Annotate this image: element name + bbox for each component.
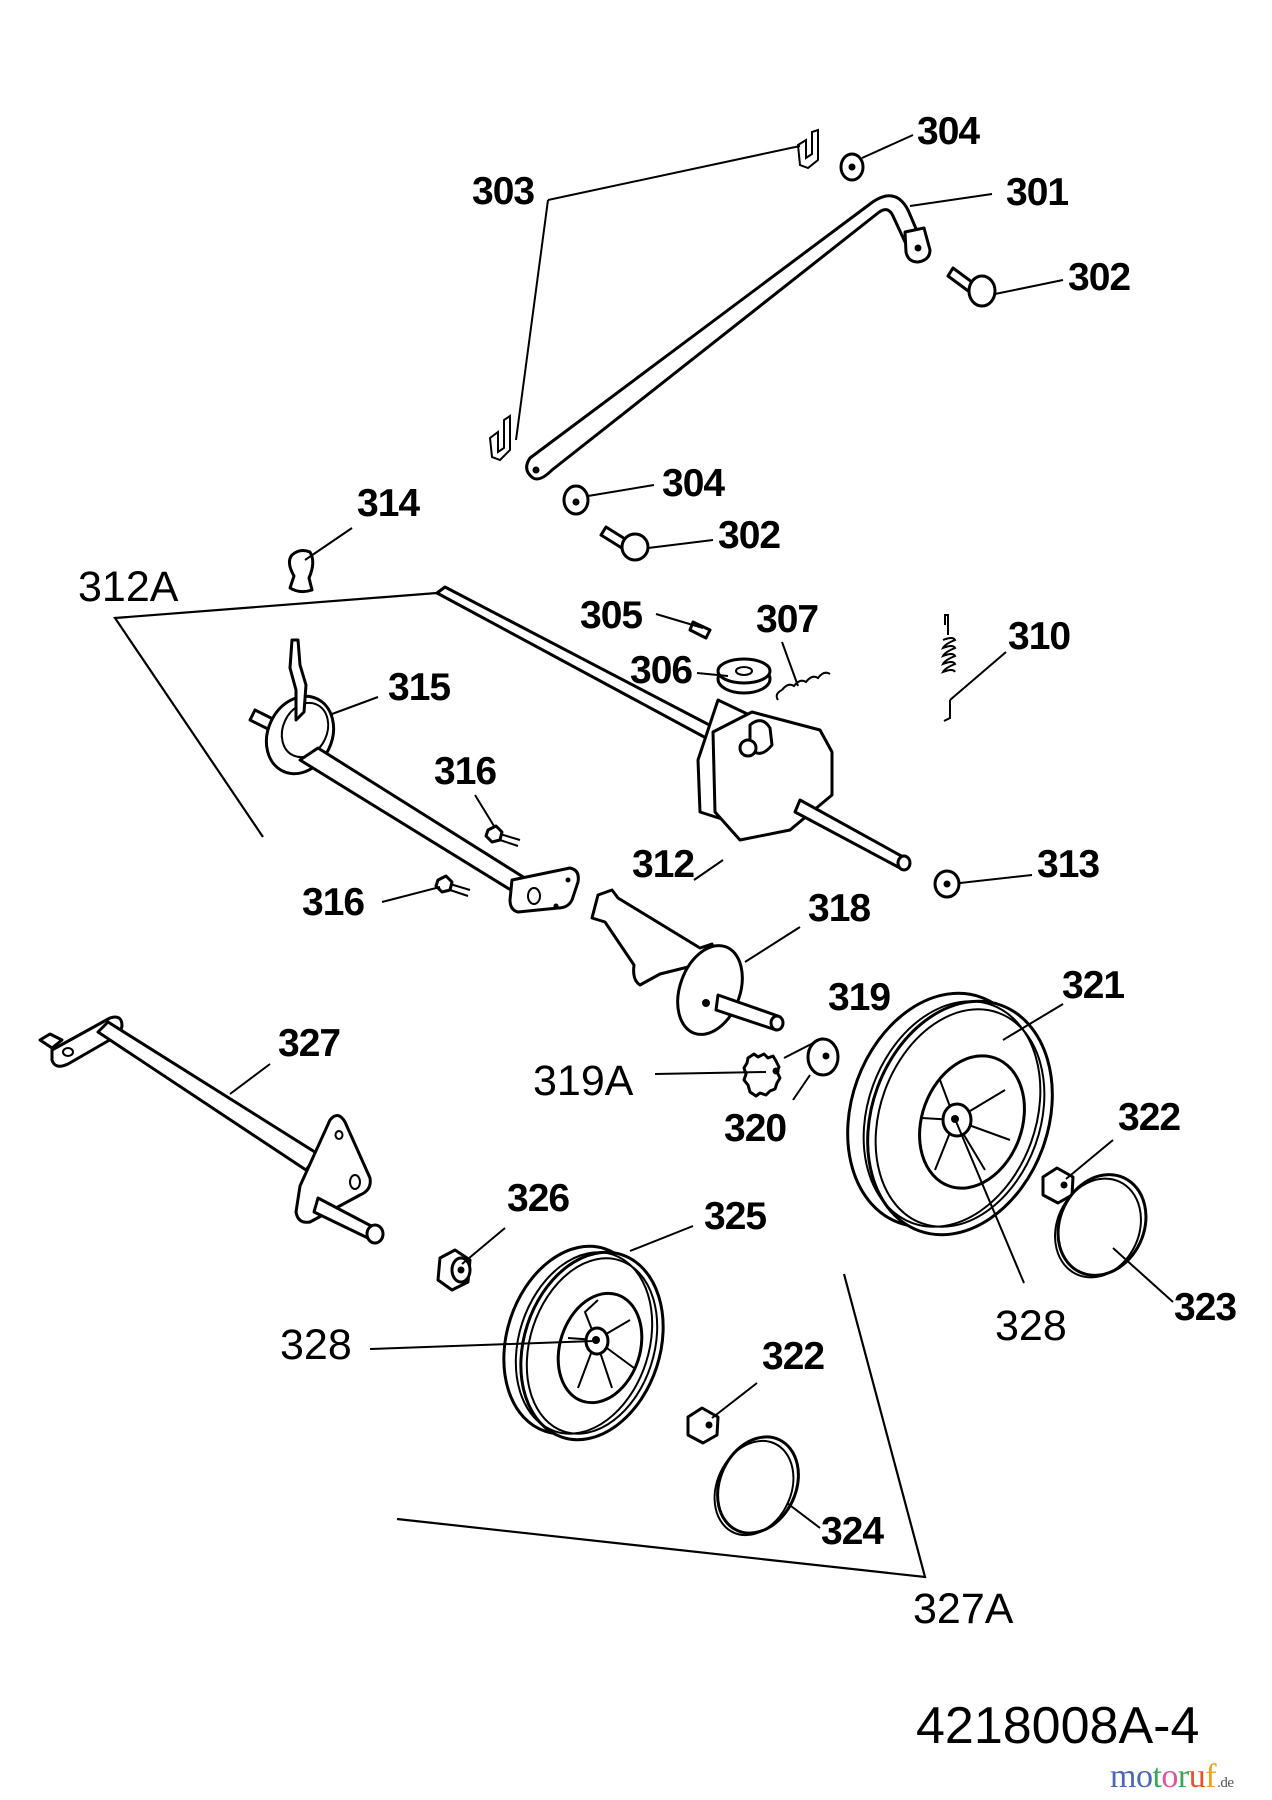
part-318-axle-bracket[interactable] — [590, 888, 785, 1043]
part-316-screw-lower[interactable] — [434, 874, 471, 897]
label-319A[interactable]: 319A — [533, 1057, 634, 1105]
label-316-lower[interactable]: 316 — [302, 881, 365, 924]
label-324[interactable]: 324 — [821, 1510, 885, 1553]
part-304-washer-mid[interactable] — [562, 484, 590, 516]
logo-letter: u — [1188, 1758, 1206, 1795]
part-316-screw-upper[interactable] — [484, 824, 521, 847]
label-301[interactable]: 301 — [1006, 171, 1069, 214]
label-315[interactable]: 315 — [388, 666, 451, 709]
label-312[interactable]: 312 — [632, 843, 695, 886]
logo-tld: .de — [1217, 1775, 1234, 1791]
part-312-gearbox[interactable] — [435, 585, 912, 872]
logo-letter: o — [1135, 1758, 1153, 1795]
part-320-washer[interactable] — [806, 1037, 840, 1077]
logo-letter: o — [1161, 1758, 1178, 1795]
label-328-right[interactable]: 328 — [995, 1302, 1067, 1350]
label-320[interactable]: 320 — [724, 1107, 787, 1150]
label-319[interactable]: 319 — [828, 976, 891, 1019]
part-327-axle[interactable] — [38, 1015, 385, 1245]
part-axle-plate[interactable] — [508, 866, 580, 914]
label-302-top[interactable]: 302 — [1068, 256, 1131, 299]
part-310-extension-spring[interactable] — [940, 614, 957, 722]
part-307-spring[interactable] — [775, 671, 831, 701]
label-316-upper[interactable]: 316 — [434, 750, 497, 793]
label-310[interactable]: 310 — [1008, 615, 1071, 658]
label-327A[interactable]: 327A — [913, 1585, 1014, 1633]
part-321-drive-wheel[interactable] — [816, 967, 1083, 1261]
part-314-knob[interactable] — [287, 549, 315, 594]
part-302-pin-top[interactable] — [946, 266, 997, 308]
part-306-pulley[interactable] — [716, 657, 772, 695]
part-304-washer-top[interactable] — [839, 152, 865, 182]
label-314[interactable]: 314 — [357, 482, 421, 525]
label-303[interactable]: 303 — [472, 170, 535, 213]
label-306[interactable]: 306 — [630, 649, 693, 692]
part-326-spacer[interactable] — [436, 1248, 472, 1292]
label-322-bottom[interactable]: 322 — [762, 1335, 825, 1378]
part-322-nut-bottom[interactable] — [686, 1406, 720, 1445]
label-312A[interactable]: 312A — [78, 563, 179, 611]
label-318[interactable]: 318 — [808, 887, 871, 930]
label-328-left[interactable]: 328 — [280, 1321, 352, 1369]
drawing-number: 4218008A-4 — [916, 1697, 1199, 1755]
logo-letter: r — [1177, 1758, 1189, 1795]
label-302-mid[interactable]: 302 — [718, 514, 781, 557]
label-323[interactable]: 323 — [1174, 1286, 1237, 1329]
label-307[interactable]: 307 — [756, 598, 819, 641]
logo-letter: f — [1205, 1758, 1217, 1795]
part-319A-pinion-gear[interactable] — [742, 1052, 782, 1098]
part-301-handle-bar[interactable] — [525, 194, 932, 481]
label-326[interactable]: 326 — [507, 1177, 570, 1220]
part-313-washer[interactable] — [933, 869, 961, 899]
label-327[interactable]: 327 — [278, 1022, 341, 1065]
motoruf-watermark-logo: motoruf.de — [1110, 1758, 1234, 1796]
label-325[interactable]: 325 — [704, 1195, 767, 1238]
leader-lines — [229, 134, 1174, 1529]
label-304-mid[interactable]: 304 — [662, 462, 726, 505]
label-322-right[interactable]: 322 — [1118, 1096, 1181, 1139]
logo-letter: t — [1152, 1758, 1162, 1795]
part-labels: 303 304 301 302 304 302 314 312A 305 307… — [78, 110, 1237, 1755]
label-305[interactable]: 305 — [580, 594, 643, 637]
label-304-top[interactable]: 304 — [917, 110, 981, 153]
part-303-clip-top[interactable] — [796, 128, 819, 170]
part-303-clip-bottom[interactable] — [488, 414, 511, 462]
part-323-hub-cap[interactable] — [1039, 1160, 1162, 1291]
logo-letter: m — [1110, 1758, 1136, 1795]
label-321[interactable]: 321 — [1062, 964, 1125, 1007]
bracket-327A — [396, 1273, 927, 1579]
part-325-wheel[interactable] — [481, 1228, 687, 1459]
part-315-bracket-lever[interactable] — [248, 638, 530, 894]
label-313[interactable]: 313 — [1037, 843, 1100, 886]
part-324-hub-cap[interactable] — [700, 1424, 814, 1548]
part-302-pin-mid[interactable] — [599, 525, 650, 562]
bracket-312A — [113, 591, 438, 838]
